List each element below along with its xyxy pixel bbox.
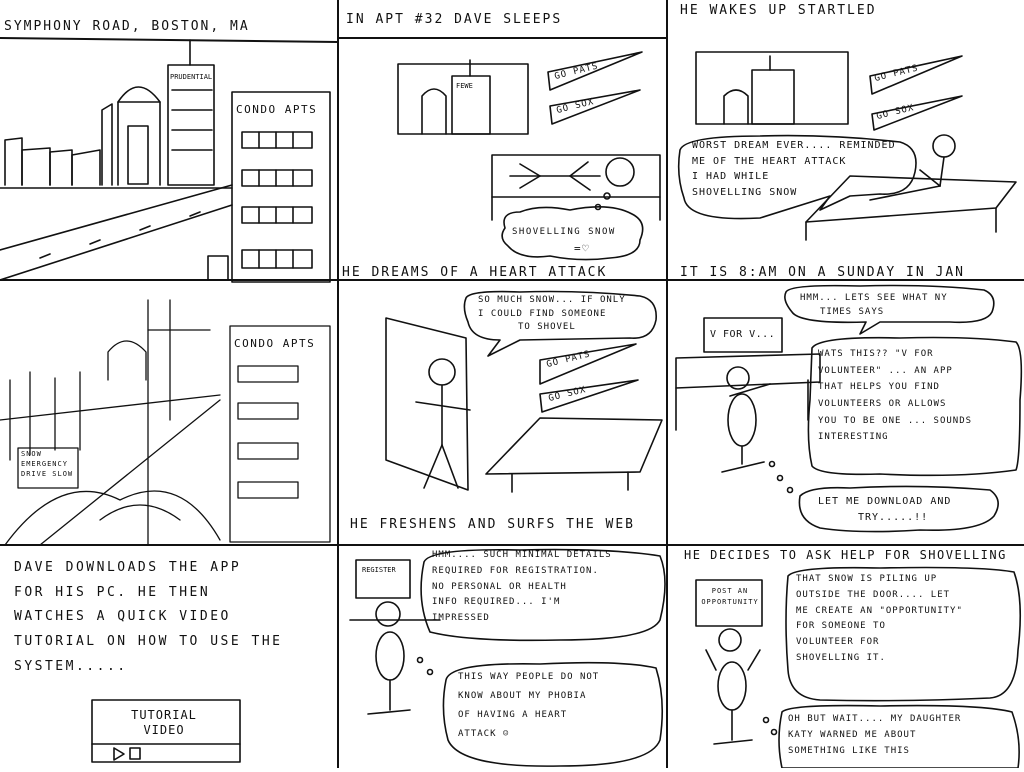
bubble-line: KATY WARNED ME ABOUT: [788, 729, 917, 740]
bubble-line: ME OF THE HEART ATTACK: [692, 155, 847, 167]
bubble-line: VOLUNTEER" ... AN APP: [818, 365, 953, 376]
bubble-line: OF HAVING A HEART: [458, 709, 568, 720]
dream-shovelling-snow: SHOVELLING SNOW: [512, 227, 616, 237]
register-scene: [349, 548, 666, 767]
bubble-line: OUTSIDE THE DOOR.... LET: [796, 589, 951, 600]
bubble-line: SHOVELLING SNOW: [692, 186, 798, 198]
narration-line: TUTORIAL ON HOW TO USE THE: [14, 634, 283, 650]
prudential-label: PRUDENTIAL: [170, 73, 213, 81]
condo-apts-label-2: CONDO APTS: [234, 337, 316, 350]
bubble-line: OH BUT WAIT.... MY DAUGHTER: [788, 714, 962, 724]
bubble-line: HMM.... SUCH MINIMAL DETAILS: [432, 550, 612, 560]
bubble-line: I COULD FIND SOMEONE: [478, 308, 607, 319]
phobia-bubble: THIS WAY PEOPLE DO NOT KNOW ABOUT MY PHO…: [458, 668, 599, 744]
bubble-line: WATS THIS?? "V FOR: [818, 349, 934, 359]
caption-dave-sleeps: IN APT #32 DAVE SLEEPS: [346, 12, 563, 27]
tutorial-video-player: [91, 699, 241, 763]
bubble-line: HMM... LETS SEE WHAT NY: [800, 293, 948, 303]
smiley-icon: ☺: [502, 728, 510, 739]
sleep-scene: [397, 51, 661, 261]
bubble-line: TIMES SAYS: [820, 306, 885, 317]
sign-line: EMERGENCY: [21, 459, 68, 468]
bubble-line: SO MUCH SNOW... IF ONLY: [478, 295, 626, 305]
ny-times-bubble: HMM... LETS SEE WHAT NY TIMES SAYS: [800, 292, 948, 320]
bubble-line: THIS WAY PEOPLE DO NOT: [458, 672, 600, 682]
registration-bubble: HMM.... SUCH MINIMAL DETAILS REQUIRED FO…: [432, 548, 612, 627]
caption-symphony-road: SYMPHONY ROAD, BOSTON, MA: [4, 19, 250, 34]
sign-line: SNOW: [21, 450, 42, 458]
post-opportunity-scene: [695, 566, 1022, 769]
bubble-line: VOLUNTEERS OR ALLOWS: [818, 398, 947, 409]
daughter-warned-bubble: OH BUT WAIT.... MY DAUGHTER KATY WARNED …: [788, 712, 961, 759]
narration-line: DAVE DOWNLOADS THE APP: [14, 560, 242, 575]
sign-line: DRIVE SLOW: [21, 469, 74, 478]
bubble-line: FOR SOMEONE TO: [796, 621, 886, 632]
bubble-line: INTERESTING: [818, 432, 889, 443]
caption-dreams-heart-attack: HE DREAMS OF A HEART ATTACK: [342, 265, 608, 280]
bubble-line: VOLUNTEER FOR: [796, 637, 880, 647]
caption-freshens-surfs: HE FRESHENS AND SURFS THE WEB: [350, 517, 635, 532]
narration-line: SYSTEM.....: [14, 658, 128, 674]
tv-label: FEWE: [456, 82, 473, 90]
register-screen: REGISTER: [362, 566, 396, 574]
caption-wakes-startled: HE WAKES UP STARTLED: [680, 3, 877, 18]
bubble-line: TO SHOVEL: [518, 322, 576, 332]
worst-dream-bubble: WORST DREAM EVER.... REMINDED ME OF THE …: [692, 138, 896, 200]
bubble-line: NO PERSONAL OR HEALTH: [432, 581, 567, 592]
download-bubble: LET ME DOWNLOAD AND TRY.....!!: [818, 494, 951, 525]
screen-line: POST AN: [711, 587, 749, 595]
bubble-line: SHOVELLING IT.: [796, 652, 886, 663]
screen-line: OPPORTUNITY: [701, 598, 759, 607]
what-is-this-bubble: WATS THIS?? "V FOR VOLUNTEER" ... AN APP…: [818, 346, 972, 446]
tutorial-video-label: TUTORIAL VIDEO: [104, 708, 224, 738]
narration-line: FOR HIS PC. HE THEN: [14, 584, 211, 600]
downloads-narration: DAVE DOWNLOADS THE APP FOR HIS PC. HE TH…: [14, 556, 283, 679]
bubble-line: REQUIRED FOR REGISTRATION.: [432, 565, 599, 576]
bubble-line: WORST DREAM EVER.... REMINDED: [692, 140, 896, 151]
video-line: TUTORIAL: [131, 708, 197, 722]
bubble-line: TRY.....!!: [858, 511, 929, 523]
caption-8am-sunday: IT IS 8:AM ON A SUNDAY IN JAN: [680, 265, 965, 280]
bubble-line: YOU TO BE ONE ... SOUNDS: [818, 415, 973, 426]
snowy-street: [0, 299, 331, 546]
bubble-line: INFO REQUIRED... I'M: [432, 597, 561, 608]
bubble-line: SOMETHING LIKE THIS: [788, 745, 910, 756]
post-opportunity-screen: POST AN OPPORTUNITY: [700, 586, 760, 608]
bubble-line: ATTACK: [458, 728, 497, 739]
caption-ask-help: HE DECIDES TO ASK HELP FOR SHOVELLING: [684, 548, 1007, 562]
heart-doodle: =♡: [574, 242, 591, 255]
bubble-line: THAT SNOW IS PILING UP: [796, 574, 938, 584]
so-much-snow-bubble: SO MUCH SNOW... IF ONLY I COULD FIND SOM…: [478, 294, 626, 335]
bubble-line: LET ME DOWNLOAD AND: [818, 496, 952, 507]
dream-scene: [385, 290, 663, 493]
video-line: VIDEO: [143, 723, 185, 737]
bubble-line: THAT HELPS YOU FIND: [818, 382, 940, 393]
snow-emergency-sign: SNOW EMERGENCY DRIVE SLOW: [21, 450, 73, 479]
bubble-line: I HAD WHILE: [692, 171, 770, 182]
reading-scene: [675, 284, 1023, 533]
condo-apts-label-1: CONDO APTS: [236, 103, 318, 116]
boston-skyline: [0, 39, 331, 283]
bubble-line: KNOW ABOUT MY PHOBIA: [458, 690, 587, 701]
v-for-v-screen: V FOR V...: [710, 329, 776, 340]
startled-scene: [677, 51, 1017, 241]
snow-piling-bubble: THAT SNOW IS PILING UP OUTSIDE THE DOOR.…: [796, 572, 963, 667]
narration-line: WATCHES A QUICK VIDEO: [14, 609, 231, 625]
bubble-line: IMPRESSED: [432, 613, 490, 623]
bubble-line: ME CREATE AN "OPPORTUNITY": [796, 605, 963, 616]
